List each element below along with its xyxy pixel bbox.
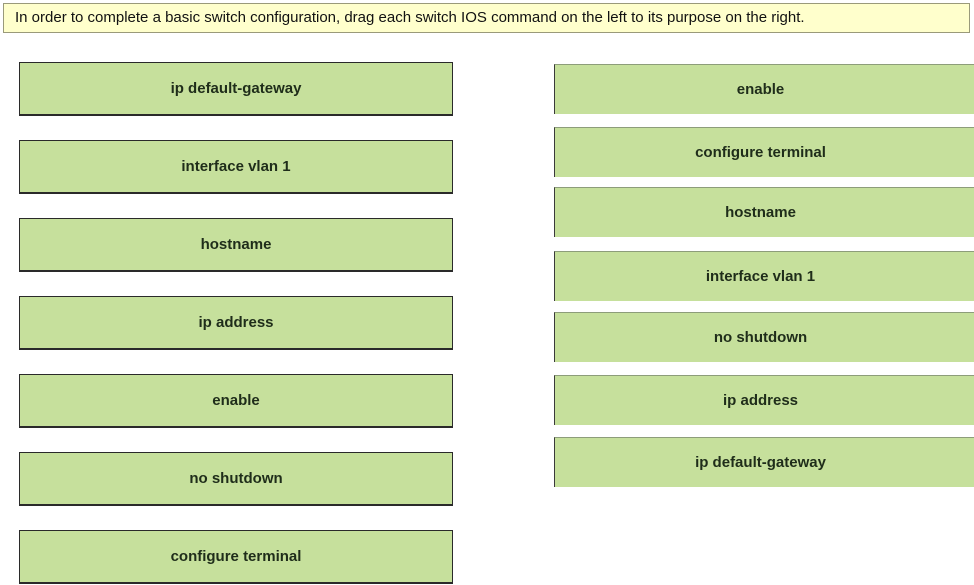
drop-target-1[interactable]: enable bbox=[554, 64, 974, 114]
drop-target-label: hostname bbox=[725, 204, 796, 221]
drag-item-interface-vlan-1[interactable]: interface vlan 1 bbox=[19, 140, 453, 193]
drop-target-2[interactable]: configure terminal bbox=[554, 127, 974, 177]
drag-item-hostname[interactable]: hostname bbox=[19, 218, 453, 271]
drop-target-label: ip address bbox=[722, 392, 799, 409]
drop-target-label: ip default-gateway bbox=[695, 454, 826, 471]
drag-item-no-shutdown[interactable]: no shutdown bbox=[19, 452, 453, 505]
instruction-banner: In order to complete a basic switch conf… bbox=[3, 3, 970, 33]
drop-target-5[interactable]: no shutdown bbox=[554, 312, 974, 362]
drop-target-6[interactable]: ip address bbox=[554, 375, 974, 425]
drag-item-ip-address[interactable]: ip address bbox=[19, 296, 453, 349]
drop-target-7[interactable]: ip default-gateway bbox=[554, 437, 974, 487]
drop-target-label: configure terminal bbox=[695, 144, 826, 161]
drop-target-label: interface vlan 1 bbox=[705, 268, 816, 285]
drop-target-4[interactable]: interface vlan 1 bbox=[554, 251, 974, 301]
drag-item-ip-default-gateway[interactable]: ip default-gateway bbox=[19, 62, 453, 115]
drag-item-configure-terminal[interactable]: configure terminal bbox=[19, 530, 453, 583]
drag-item-enable[interactable]: enable bbox=[19, 374, 453, 427]
drop-target-label: no shutdown bbox=[713, 329, 808, 346]
drop-target-label: enable bbox=[736, 81, 785, 98]
drop-target-3[interactable]: hostname bbox=[554, 187, 974, 237]
